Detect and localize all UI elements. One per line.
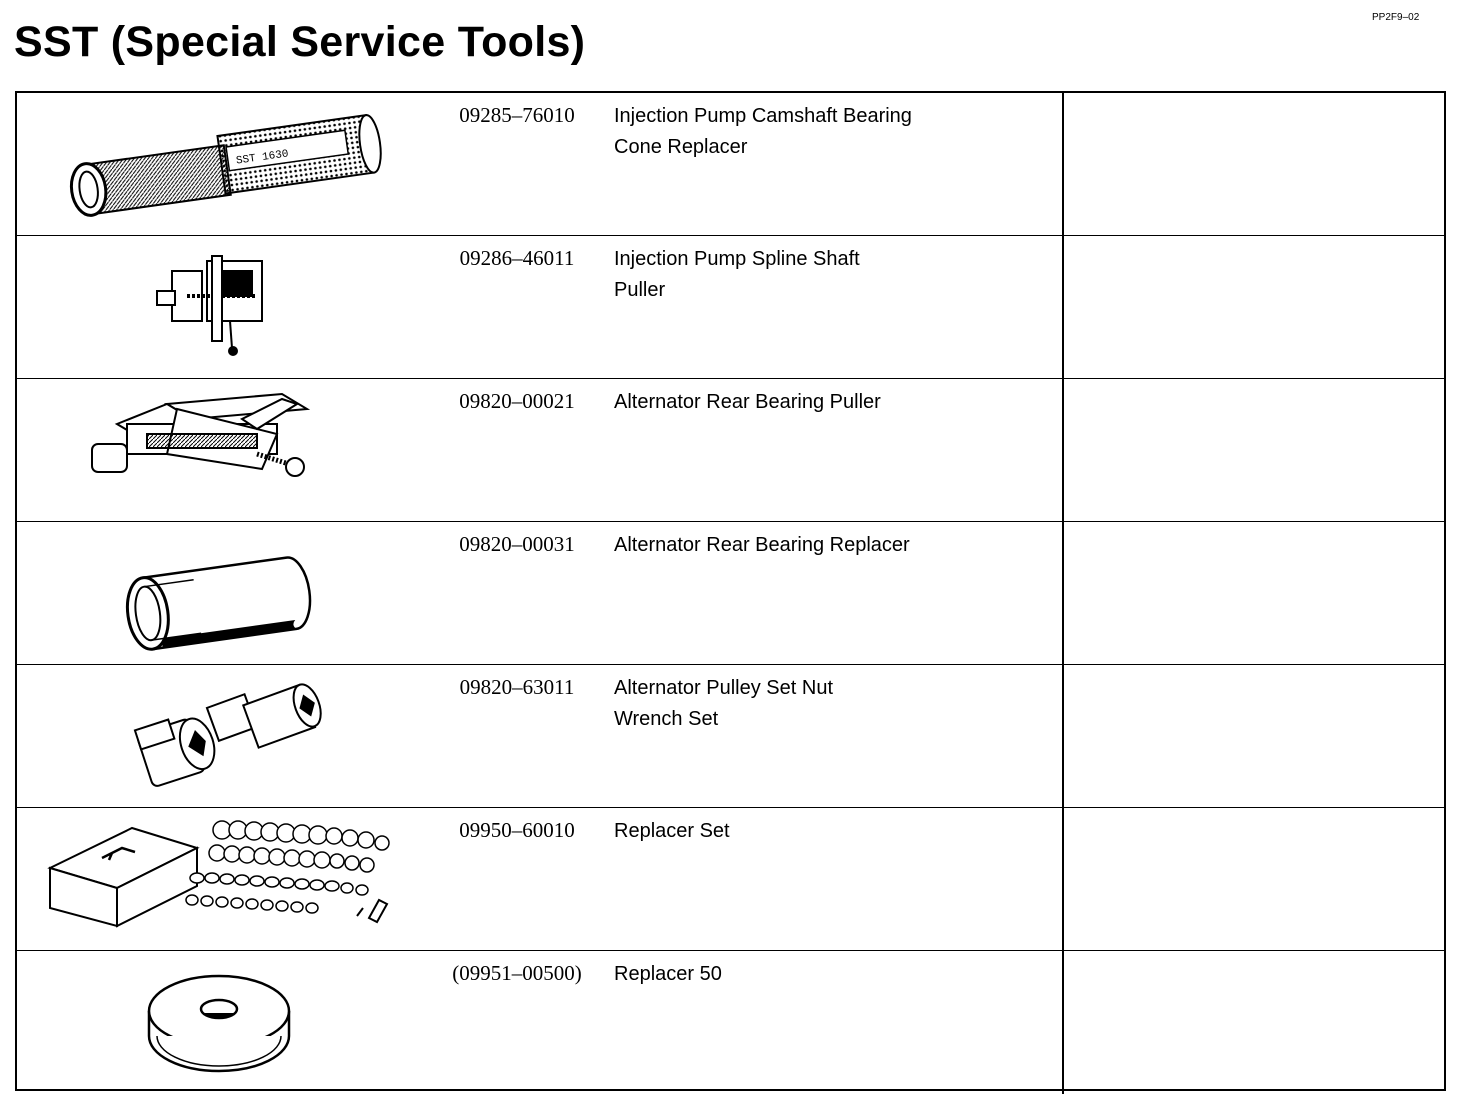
part-number: 09285–76010 xyxy=(459,103,575,127)
tool-name-line: Alternator Rear Bearing Puller xyxy=(614,391,881,413)
sst-table: SST 1630 09285–76010 Injection Pump Cams… xyxy=(15,91,1446,1094)
tool-row: 09950–60010 Replacer Set xyxy=(17,808,1444,951)
tool-name-line: Cone Replacer xyxy=(614,136,748,158)
tool-name: Injection Pump Camshaft Bearing Cone Rep… xyxy=(614,101,912,163)
tool-name: Alternator Rear Bearing Puller xyxy=(614,387,881,418)
part-number: 09950–60010 xyxy=(459,818,575,842)
tool-name: Replacer Set xyxy=(614,816,730,847)
remarks-cell xyxy=(1067,93,1442,233)
remarks-cell xyxy=(1067,951,1442,1091)
remarks-cell xyxy=(1067,665,1442,805)
replacer-disc-icon xyxy=(17,951,427,1093)
tool-row: 09820–00031 Alternator Rear Bearing Repl… xyxy=(17,522,1444,665)
tool-row: SST 1630 09285–76010 Injection Pump Cams… xyxy=(17,93,1444,236)
part-number: 09820–00031 xyxy=(459,532,575,556)
tool-name-line: Wrench Set xyxy=(614,708,719,730)
tool-name-line: Replacer Set xyxy=(614,820,730,842)
remarks-cell xyxy=(1067,522,1442,662)
tool-row: 09286–46011 Injection Pump Spline Shaft … xyxy=(17,236,1444,379)
tool-name-line: Injection Pump Camshaft Bearing xyxy=(614,105,912,127)
replacer-set-icon xyxy=(17,808,427,950)
tool-name-line: Injection Pump Spline Shaft xyxy=(614,248,860,270)
tool-row: (09951–00500) Replacer 50 xyxy=(17,951,1444,1094)
part-number: 09820–00021 xyxy=(459,389,575,413)
tool-row: 09820–00021 Alternator Rear Bearing Pull… xyxy=(17,379,1444,522)
tool-row: 09820–63011 Alternator Pulley Set Nut Wr… xyxy=(17,665,1444,808)
tool-name-line: Replacer 50 xyxy=(614,963,722,985)
remarks-cell xyxy=(1067,236,1442,376)
spline-shaft-puller-icon xyxy=(17,236,427,378)
document-code: PP2F9–02 xyxy=(1372,12,1420,23)
remarks-cell xyxy=(1067,808,1442,948)
bearing-cone-replacer-icon: SST 1630 xyxy=(17,93,427,235)
part-number: (09951–00500) xyxy=(452,961,582,985)
part-number: 09820–63011 xyxy=(459,675,575,699)
remarks-cell xyxy=(1067,379,1442,519)
bearing-puller-icon xyxy=(17,379,427,521)
part-number: 09286–46011 xyxy=(459,246,575,270)
nut-wrench-set-icon xyxy=(17,665,427,807)
tool-name-line: Alternator Rear Bearing Replacer xyxy=(614,534,910,556)
tool-name-line: Puller xyxy=(614,279,666,301)
tool-name: Alternator Pulley Set Nut Wrench Set xyxy=(614,673,833,735)
tool-name: Replacer 50 xyxy=(614,959,722,990)
tool-name-line: Alternator Pulley Set Nut xyxy=(614,677,833,699)
tool-name: Injection Pump Spline Shaft Puller xyxy=(614,244,860,306)
bearing-replacer-icon xyxy=(17,522,427,664)
tool-name: Alternator Rear Bearing Replacer xyxy=(614,530,910,561)
page-title: SST (Special Service Tools) xyxy=(14,18,586,66)
